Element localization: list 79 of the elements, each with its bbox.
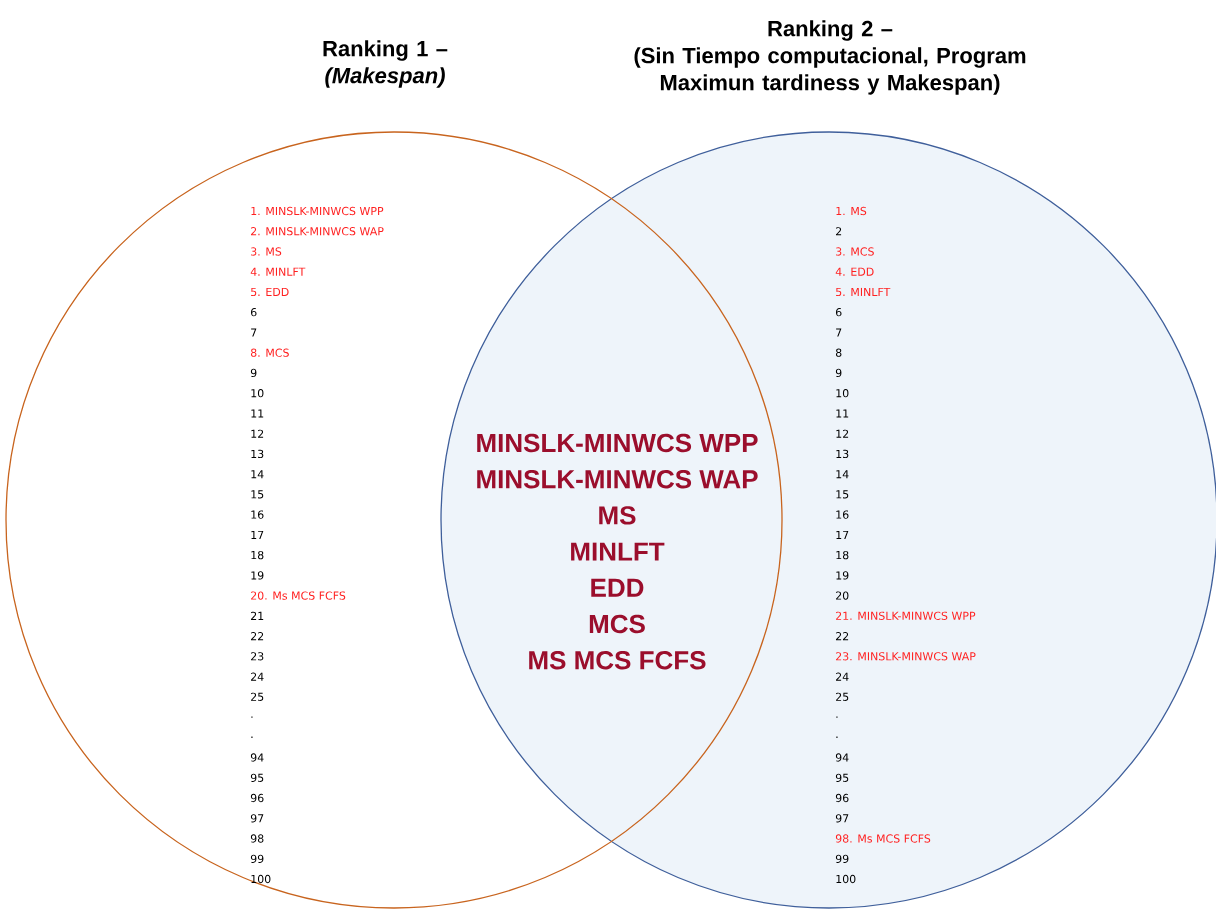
- ranking-item: 23. MINSLK-MINWCS WAP: [836, 652, 976, 661]
- ranking-item: 96: [250, 793, 264, 803]
- ranking-item: 21. MINSLK-MINWCS WPP: [836, 611, 976, 620]
- ranking-item: 99: [835, 854, 849, 863]
- ranking-item: 10: [251, 389, 264, 398]
- ranking-item: 2: [836, 227, 842, 236]
- circle-heading: Ranking 2 –: [768, 20, 893, 41]
- ranking-item: 9: [250, 368, 257, 378]
- ranking-item: 5. EDD: [251, 287, 289, 297]
- common-item: MS: [599, 506, 636, 525]
- ranking-item: 95: [835, 773, 849, 782]
- ranking-item: 11: [251, 409, 264, 418]
- ranking-item: 94: [835, 753, 849, 762]
- ranking-item: 13: [836, 449, 849, 459]
- ranking-item: 25: [251, 692, 264, 701]
- common-item: EDD: [591, 578, 644, 597]
- ranking-item: 3. MCS: [836, 247, 874, 256]
- ranking-item: 100: [836, 874, 856, 884]
- ranking-item: 5. MINLFT: [836, 287, 891, 297]
- ranking-item: 12: [836, 429, 849, 438]
- ranking-item: 21: [251, 611, 264, 620]
- ranking-item: .: [251, 716, 253, 718]
- ranking-item: 20. Ms MCS FCFS: [251, 591, 346, 600]
- ranking-item: 15: [251, 490, 264, 499]
- common-item: MCS: [589, 614, 645, 634]
- ranking-item: 8. MCS: [250, 348, 289, 357]
- ranking-item: 6: [835, 308, 842, 317]
- circle-heading: Ranking 1 –: [323, 40, 448, 61]
- common-item: MINSLK-MINWCS WPP: [477, 433, 758, 453]
- ranking-item: 100: [251, 874, 271, 884]
- ranking-item: 99: [250, 854, 264, 863]
- ranking-item: 9: [835, 368, 842, 378]
- ranking-item: 24: [836, 672, 849, 681]
- ranking-item: 24: [251, 672, 264, 681]
- ranking-item: 10: [836, 389, 849, 398]
- ranking-item: .: [251, 736, 253, 738]
- ranking-item: 22: [836, 632, 849, 641]
- ranking-item: 19: [836, 571, 849, 580]
- ranking-item: 7: [251, 328, 257, 337]
- ranking-item: 1. MS: [836, 206, 867, 216]
- circle-heading: (Makespan): [325, 67, 445, 88]
- ranking-item: 98: [250, 834, 264, 843]
- common-item: MINLFT: [571, 542, 665, 561]
- common-item: MINSLK-MINWCS WAP: [477, 470, 758, 489]
- ranking-item: .: [836, 716, 838, 718]
- ranking-item: 6: [251, 308, 257, 317]
- ranking-item: 2. MINSLK-MINWCS WAP: [251, 227, 384, 236]
- ranking-item: .: [836, 736, 838, 738]
- ranking-item: 96: [835, 793, 849, 803]
- ranking-item: 4. MINLFT: [250, 267, 306, 276]
- circle-heading: (Sin Tiempo computacional, Program Maximun tardiness y Makespan): [634, 47, 1026, 95]
- ranking-item: 3. MS: [251, 247, 282, 256]
- ranking-item: 17: [836, 530, 849, 539]
- ranking-item: 11: [836, 409, 849, 418]
- ranking-item: 16: [251, 510, 264, 519]
- ranking-item: 8: [835, 348, 842, 357]
- ranking-item: 16: [836, 510, 849, 519]
- ranking-item: 95: [250, 773, 264, 782]
- ranking-item: 98. Ms MCS FCFS: [835, 834, 931, 843]
- ranking-item: 94: [250, 753, 264, 762]
- ranking-item: 1. MINSLK-MINWCS WPP: [251, 206, 384, 216]
- ranking-item: 25: [836, 692, 849, 701]
- common-item: MS MCS FCFS: [529, 651, 706, 670]
- ranking-item: 14: [251, 470, 264, 479]
- ranking-item: 7: [836, 328, 842, 337]
- ranking-item: 14: [836, 470, 849, 479]
- ranking-item: 23: [251, 652, 264, 661]
- ranking-item: 12: [251, 429, 264, 438]
- ranking-item: 4. EDD: [835, 267, 874, 276]
- ranking-item: 97: [835, 814, 849, 823]
- ranking-item: 97: [250, 814, 264, 823]
- ranking-item: 15: [836, 490, 849, 499]
- ranking-item: 22: [251, 632, 264, 641]
- ranking-item: 17: [251, 530, 264, 539]
- ranking-item: 20: [836, 591, 849, 600]
- ranking-item: 18: [836, 550, 849, 560]
- ranking-item: 13: [251, 449, 264, 459]
- ranking-item: 18: [251, 550, 264, 560]
- ranking-item: 19: [251, 571, 264, 580]
